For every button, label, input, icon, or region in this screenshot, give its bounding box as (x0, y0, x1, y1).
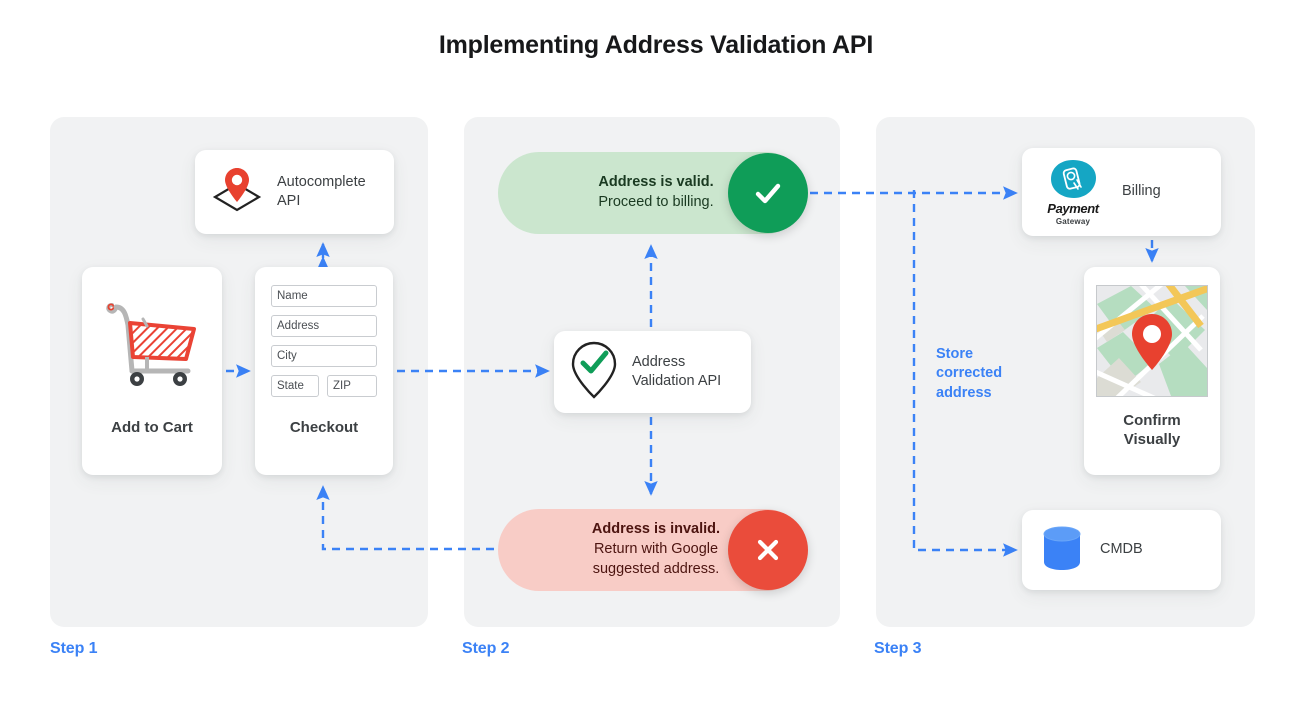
pill-address-invalid: Address is invalid. Return with Google s… (498, 509, 808, 591)
card-confirm-visually[interactable]: Confirm Visually (1084, 267, 1220, 475)
zip-field[interactable]: ZIP (327, 375, 377, 397)
map-pin-diamond-icon (209, 164, 265, 221)
shopping-cart-icon (102, 293, 202, 394)
map-thumbnail-icon (1096, 285, 1208, 397)
card-add-to-cart-caption: Add to Cart (111, 419, 193, 436)
address-invalid-subtitle: Return with Google suggested address. (592, 541, 720, 577)
pill-address-valid: Address is valid. Proceed to billing. (498, 152, 808, 234)
payment-gateway-word1: Payment (1047, 201, 1099, 216)
card-address-validation-api-label: Address Validation API (632, 353, 722, 389)
card-cmdb[interactable]: CMDB (1022, 510, 1221, 590)
payment-gateway-icon: Payment Gateway (1036, 158, 1110, 226)
name-field[interactable]: Name (271, 285, 377, 307)
card-autocomplete-api[interactable]: Autocomplete API (195, 150, 394, 234)
database-cylinder-icon (1036, 522, 1088, 579)
card-billing[interactable]: Payment Gateway Billing (1022, 148, 1221, 236)
payment-gateway-word2: Gateway (1055, 217, 1091, 226)
card-confirm-visually-caption: Confirm Visually (1123, 412, 1181, 448)
address-field[interactable]: Address (271, 315, 377, 337)
address-valid-title: Address is valid. (598, 174, 714, 191)
card-billing-label: Billing (1122, 183, 1161, 200)
card-address-validation-api[interactable]: Address Validation API (554, 331, 751, 413)
x-circle-icon (728, 510, 808, 590)
state-field[interactable]: State (271, 375, 319, 397)
check-circle-icon (728, 153, 808, 233)
address-invalid-title: Address is invalid. (591, 521, 721, 538)
address-valid-subtitle: Proceed to billing. (598, 194, 714, 210)
card-add-to-cart[interactable]: Add to Cart (82, 267, 222, 475)
checkout-form: Name Address City State ZIP (271, 285, 377, 397)
step-label-3: Step 3 (874, 640, 922, 657)
store-corrected-address-label: Store corrected address (936, 346, 1003, 401)
step-label-2: Step 2 (462, 640, 510, 657)
card-checkout-caption: Checkout (289, 419, 359, 436)
card-cmdb-label: CMDB (1100, 541, 1143, 558)
step-label-1: Step 1 (50, 640, 98, 657)
page-title: Implementing Address Validation API (438, 31, 874, 59)
city-field[interactable]: City (271, 345, 377, 367)
card-autocomplete-api-label: Autocomplete API (277, 173, 366, 209)
card-checkout[interactable]: Name Address City State ZIP Checkout (255, 267, 393, 475)
arrow-invalid-to-checkout (316, 485, 494, 551)
arrow-store-to-cmdb (912, 190, 1018, 557)
pin-check-icon (568, 339, 620, 406)
